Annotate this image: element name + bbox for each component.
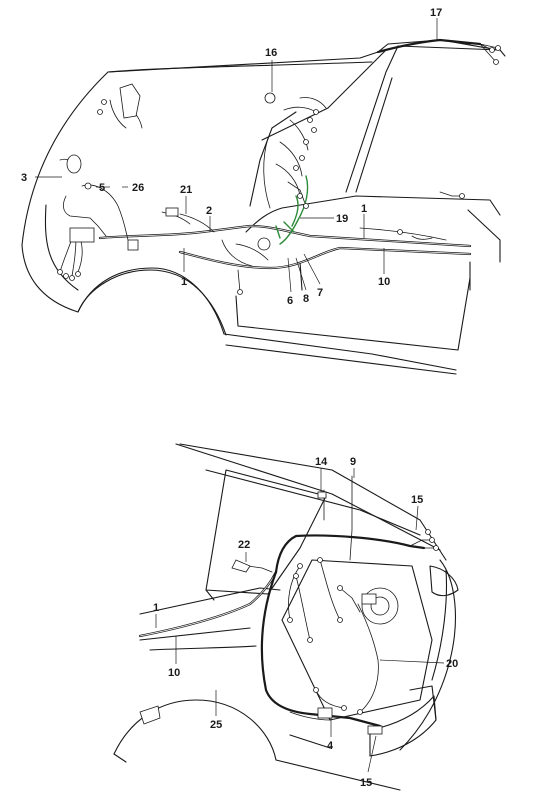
rear-components — [139, 491, 439, 735]
callout-10: 10 — [168, 667, 180, 679]
tail-light-icon — [139, 705, 161, 725]
callout-15: 15 — [411, 494, 423, 506]
callout-6: 6 — [287, 295, 293, 307]
front-callouts: 3 5 26 21 2 1 16 17 19 1 10 6 8 7 — [21, 7, 442, 307]
front-harness-bundles — [59, 38, 499, 293]
callout-15: 15 — [360, 777, 372, 789]
cable-clip-icon — [231, 559, 251, 573]
highlighted-harness-19 — [275, 175, 309, 245]
callout-16: 16 — [265, 47, 277, 59]
callout-26: 26 — [132, 182, 144, 194]
callout-19: 19 — [336, 213, 348, 225]
callout-8: 8 — [303, 293, 309, 305]
callout-1: 1 — [181, 276, 187, 288]
callout-7: 7 — [317, 287, 323, 299]
rear-callouts: 14 9 15 22 1 10 20 25 4 15 — [153, 456, 458, 789]
horn-icon — [66, 154, 82, 174]
callout-14: 14 — [315, 456, 328, 468]
callout-3: 3 — [21, 172, 27, 184]
front-leader-lines — [35, 18, 438, 293]
callout-2: 2 — [206, 205, 212, 217]
callout-21: 21 — [180, 184, 192, 196]
plug-icon — [367, 725, 383, 735]
fuse-box-icon — [69, 227, 95, 243]
plug-icon — [257, 237, 271, 251]
callout-10: 10 — [378, 276, 390, 288]
callout-17: 17 — [430, 7, 442, 19]
rear-leader-lines — [175, 468, 445, 773]
headlight-assembly-icon — [119, 83, 141, 119]
callout-20: 20 — [446, 658, 458, 670]
plug-icon — [317, 707, 333, 719]
rear-body-outline — [113, 443, 459, 791]
callout-4: 4 — [327, 740, 334, 752]
front-body-outline — [21, 39, 506, 375]
callout-9: 9 — [350, 456, 356, 468]
callout-25: 25 — [210, 719, 222, 731]
front-components — [57, 45, 501, 295]
callout-1: 1 — [361, 203, 367, 215]
relay-icon — [127, 239, 139, 251]
callout-1: 1 — [153, 602, 159, 614]
connector-icon — [165, 207, 179, 217]
connector-icon — [317, 491, 327, 499]
callout-5: 5 — [99, 182, 105, 194]
callout-22: 22 — [238, 539, 250, 551]
connector-icon — [361, 593, 377, 605]
plug-icon — [264, 92, 276, 104]
